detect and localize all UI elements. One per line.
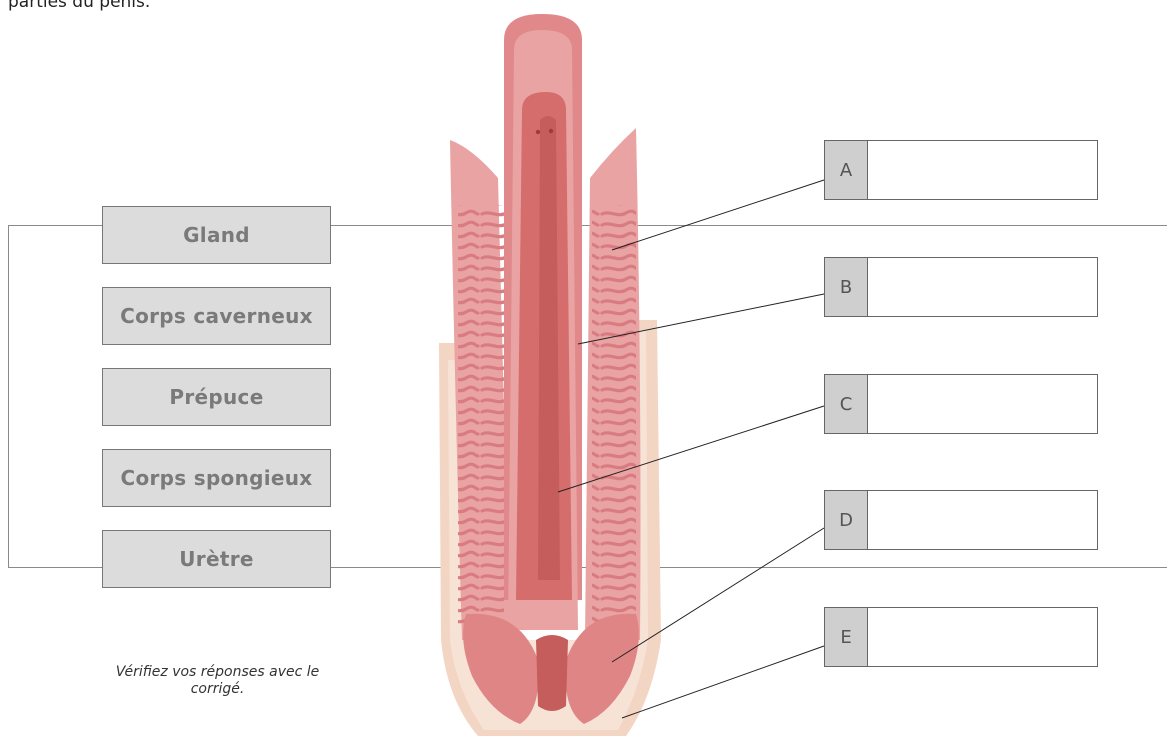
answer-letter-e: E — [824, 607, 868, 667]
check-answers-note: Vérifiez vos réponses avec le corrigé. — [110, 664, 325, 698]
answer-row-a: A — [824, 140, 1098, 200]
answer-row-c: C — [824, 374, 1098, 434]
answer-drop-zone-c[interactable] — [868, 374, 1098, 434]
left-ridges — [458, 205, 504, 630]
right-ridges — [592, 205, 636, 630]
term-gland[interactable]: Gland — [102, 206, 331, 264]
answer-letter-b: B — [824, 257, 868, 317]
answer-row-d: D — [824, 490, 1098, 550]
answer-row-b: B — [824, 257, 1098, 317]
bulb-center — [536, 635, 568, 711]
urethra-opening-right — [549, 129, 553, 133]
term-prepuce[interactable]: Prépuce — [102, 368, 331, 426]
term-uretre[interactable]: Urètre — [102, 530, 331, 588]
answer-row-e: E — [824, 607, 1098, 667]
term-corps-caverneux[interactable]: Corps caverneux — [102, 287, 331, 345]
answer-drop-zone-a[interactable] — [868, 140, 1098, 200]
answer-letter-c: C — [824, 374, 868, 434]
answer-drop-zone-d[interactable] — [868, 490, 1098, 550]
answer-drop-zone-e[interactable] — [868, 607, 1098, 667]
answer-letter-a: A — [824, 140, 868, 200]
urethra-opening-left — [536, 130, 540, 134]
leader-line-a — [612, 180, 824, 250]
answer-letter-d: D — [824, 490, 868, 550]
answer-drop-zone-b[interactable] — [868, 257, 1098, 317]
term-corps-spongieux[interactable]: Corps spongieux — [102, 449, 331, 507]
